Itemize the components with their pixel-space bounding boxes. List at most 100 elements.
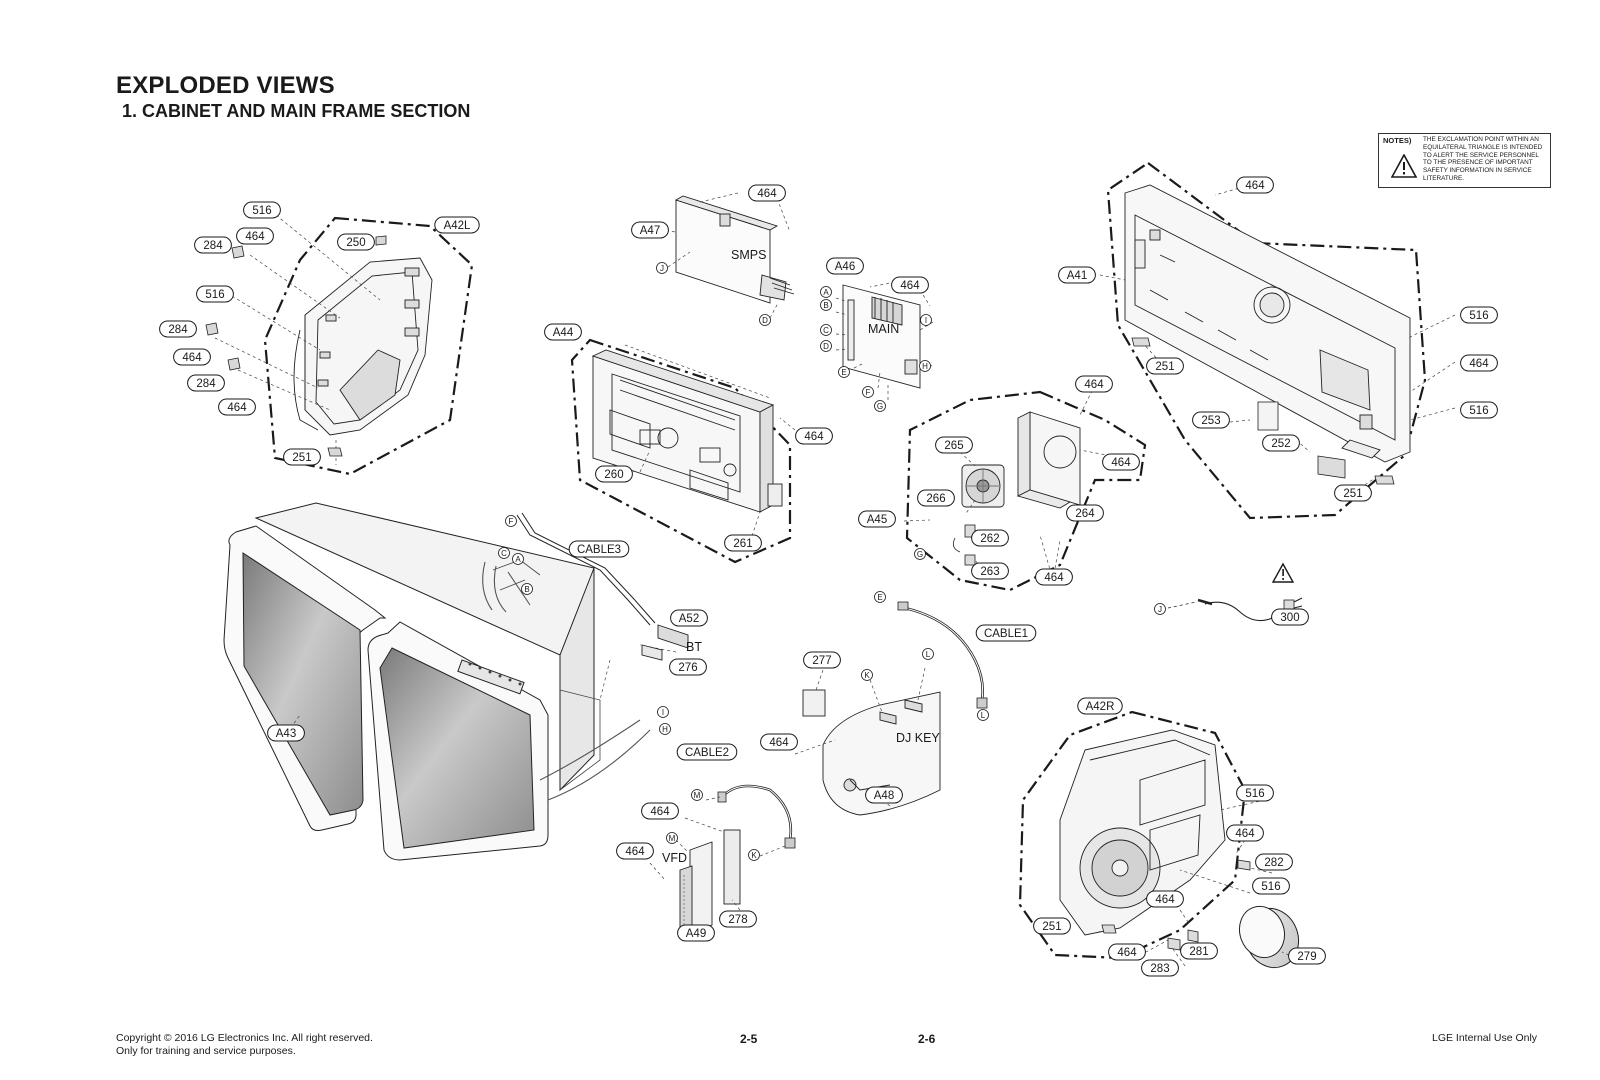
connector-i2: I xyxy=(657,706,669,718)
callout-text: 253 xyxy=(1201,415,1220,427)
fan-265 xyxy=(961,464,1005,508)
callout-bubble xyxy=(760,733,798,751)
connector-text: A xyxy=(823,288,829,297)
callout-text: 464 xyxy=(1469,358,1489,370)
connector-text: I xyxy=(662,708,664,717)
a42l-side-bracket xyxy=(293,257,433,436)
connector-circle xyxy=(748,849,760,861)
a44-frame xyxy=(591,349,783,513)
connector-text: G xyxy=(877,402,883,411)
a41-cabinet-frame xyxy=(1124,184,1411,463)
callout-text: 464 xyxy=(182,352,202,364)
callout-a42l: A42L xyxy=(434,216,480,234)
connector-circle xyxy=(862,386,874,398)
callout-bubble xyxy=(1460,401,1498,419)
callout-text: A41 xyxy=(1067,270,1087,282)
callout-p278: 278 xyxy=(719,910,757,928)
cable3-flat-cable xyxy=(516,512,656,626)
callout-bubble xyxy=(1180,942,1218,960)
cable1 xyxy=(897,601,988,709)
callout-text: 276 xyxy=(678,662,697,674)
connector-text: B xyxy=(823,301,828,310)
callout-bubble xyxy=(803,651,841,669)
connector-i1: I xyxy=(920,314,932,326)
a42r-side-bracket xyxy=(1059,729,1226,936)
connector-b2: B xyxy=(521,583,533,595)
connector-circle xyxy=(521,583,533,595)
connector-c1: C xyxy=(820,324,832,336)
callout-bubble xyxy=(641,802,679,820)
connector-h2: H xyxy=(659,723,671,735)
callout-p284a: 284 xyxy=(194,236,232,254)
callout-bubble xyxy=(337,233,375,251)
callout-p279: 279 xyxy=(1288,947,1326,965)
callout-a49: A49 xyxy=(677,924,715,942)
callout-p264: 264 xyxy=(1066,504,1104,522)
callout-text: 516 xyxy=(1469,310,1488,322)
callout-text: 261 xyxy=(733,538,752,550)
callout-p283: 283 xyxy=(1141,959,1179,977)
callout-p464k: 464 xyxy=(1035,568,1073,586)
connector-text: C xyxy=(501,549,507,558)
callout-bubble xyxy=(1146,890,1184,908)
connector-text: D xyxy=(823,342,829,351)
connector-g1: G xyxy=(874,400,886,412)
callout-p464b: 464 xyxy=(173,348,211,366)
callout-bubble xyxy=(1288,947,1326,965)
callout-text: 266 xyxy=(926,493,945,505)
callout-bubble xyxy=(865,786,903,804)
connector-circle xyxy=(820,324,832,336)
callout-bubble xyxy=(568,540,630,558)
callout-p464q: 464 xyxy=(1108,943,1146,961)
a48-dj-key-board xyxy=(802,689,941,816)
callout-text: 464 xyxy=(900,280,920,292)
section-title: 1. CABINET AND MAIN FRAME SECTION xyxy=(122,101,471,121)
callout-a48: A48 xyxy=(865,786,903,804)
callout-p464a: 464 xyxy=(236,227,274,245)
connector-b1: B xyxy=(820,299,832,311)
callout-bubble xyxy=(1102,453,1140,471)
warning-triangle-icon xyxy=(1271,562,1295,583)
connector-circle xyxy=(914,548,926,560)
connector-text: H xyxy=(662,725,668,734)
callout-text: 250 xyxy=(346,237,365,249)
connector-c2: C xyxy=(498,547,510,559)
board-label-smps: SMPS xyxy=(731,248,766,262)
connector-text: A xyxy=(515,555,521,564)
callout-p300: 300 xyxy=(1271,608,1309,626)
callout-p253: 253 xyxy=(1192,411,1230,429)
callout-text: 516 xyxy=(252,205,271,217)
callout-bubble xyxy=(173,348,211,366)
connector-circle xyxy=(919,360,931,372)
connector-j2: J xyxy=(1154,603,1166,615)
callout-a41: A41 xyxy=(1058,266,1096,284)
callout-p251b: 251 xyxy=(1146,357,1184,375)
callout-bubble xyxy=(1077,697,1123,715)
footer-copyright: Copyright © 2016 LG Electronics Inc. All… xyxy=(116,1032,373,1044)
callout-p282: 282 xyxy=(1255,853,1293,871)
a44-leaders xyxy=(624,344,796,537)
connector-circle xyxy=(691,789,703,801)
callout-p464d: 464 xyxy=(748,184,786,202)
connector-circle xyxy=(659,723,671,735)
callout-p464f: 464 xyxy=(795,427,833,445)
callout-text: 265 xyxy=(944,440,963,452)
callout-text: 284 xyxy=(168,324,188,336)
callout-bubble xyxy=(544,323,582,341)
callout-bubble xyxy=(719,910,757,928)
callout-p464m: 464 xyxy=(641,802,679,820)
callout-text: 464 xyxy=(1245,180,1265,192)
callout-a45: A45 xyxy=(858,510,896,528)
callout-text: 464 xyxy=(1235,828,1255,840)
connector-text: K xyxy=(751,851,757,860)
connector-text: M xyxy=(669,834,676,843)
a42r-small-parts xyxy=(1101,859,1251,951)
callout-cable1: CABLE1 xyxy=(975,624,1037,642)
callout-p516c: 516 xyxy=(1460,306,1498,324)
smps-board xyxy=(674,195,795,304)
connector-circle xyxy=(656,262,668,274)
callout-bubble xyxy=(236,227,274,245)
connector-text: J xyxy=(1158,605,1162,614)
